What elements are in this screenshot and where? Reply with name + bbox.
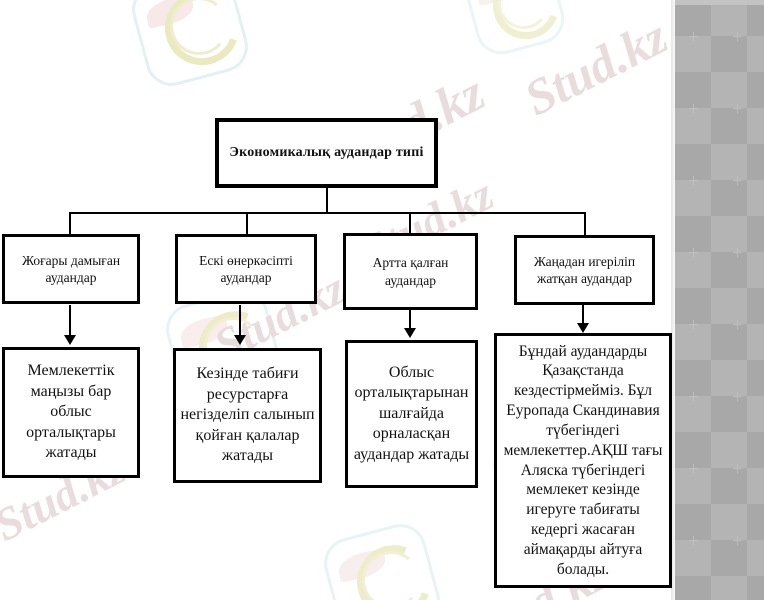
- background-pattern-margin: [675, 0, 764, 600]
- watermark-logo: [126, 0, 254, 92]
- node-level2-3[interactable]: Артта қалған аудандар: [343, 233, 478, 310]
- node-level3-4-label: Бұндай аудандарды Қазақстанда кездестірм…: [503, 342, 663, 578]
- node-level3-3-label: Облыс орталықтарынан шалғайда орналасқан…: [353, 363, 470, 463]
- arrow-shaft-3: [409, 310, 411, 332]
- node-level2-4-label: Жаңадан игеріліп жатқан аудандар: [533, 253, 636, 286]
- node-level3-1[interactable]: Мемлекеттік маңызы бар облыс орталықтары…: [2, 347, 140, 478]
- node-level2-2-label: Ескі өнеркәсіпті аудандар: [199, 252, 293, 285]
- node-level3-4[interactable]: Бұндай аудандарды Қазақстанда кездестірм…: [494, 333, 672, 588]
- arrow-head-2: [234, 335, 246, 345]
- arrow-shaft-1: [69, 305, 71, 337]
- background-pattern-top-strip: [675, 0, 764, 5]
- node-level3-3[interactable]: Облыс орталықтарынан шалғайда орналасқан…: [345, 340, 478, 488]
- watermark-text: Stud.kz: [515, 7, 676, 127]
- arrow-shaft-4: [582, 305, 584, 327]
- watermark-logo: [459, 0, 571, 61]
- connector-drop-1: [69, 212, 71, 235]
- arrow-head-3: [404, 328, 416, 338]
- connector-root-stem: [326, 188, 328, 214]
- arrow-head-1: [64, 335, 76, 345]
- node-root[interactable]: Экономикалық аудандар типі: [215, 118, 438, 188]
- connector-drop-2: [246, 212, 248, 235]
- node-level2-1[interactable]: Жоғары дамыған аудандар: [2, 234, 140, 304]
- node-level2-4[interactable]: Жаңадан игеріліп жатқан аудандар: [514, 235, 655, 305]
- arrow-head-4: [577, 323, 589, 333]
- node-root-label: Экономикалық аудандар типі: [229, 145, 424, 161]
- node-level2-3-label: Артта қалған аудандар: [372, 255, 449, 288]
- node-level3-1-label: Мемлекеттік маңызы бар облыс орталықтары…: [26, 362, 116, 462]
- page-edge-shadow: [671, 0, 676, 600]
- arrow-shaft-2: [239, 305, 241, 337]
- connector-drop-3: [409, 212, 411, 235]
- node-level3-2[interactable]: Кезінде табиғи ресурстарға негізделіп са…: [173, 348, 322, 483]
- connector-drop-4: [584, 212, 586, 235]
- connector-horizontal-bus: [69, 212, 586, 214]
- node-level2-1-label: Жоғары дамыған аудандар: [21, 252, 121, 285]
- watermark-logo: [318, 518, 446, 600]
- node-level3-2-label: Кезінде табиғи ресурстарға негізделіп са…: [180, 365, 315, 465]
- node-level2-2[interactable]: Ескі өнеркәсіпті аудандар: [175, 234, 317, 304]
